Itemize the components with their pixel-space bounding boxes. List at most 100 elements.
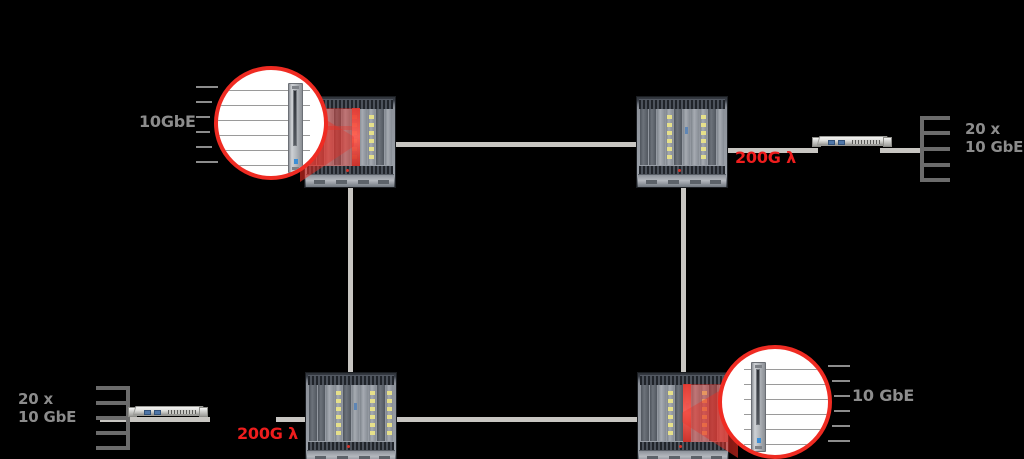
- chassis-status-led: [678, 169, 682, 172]
- line-card-port-strip: [756, 369, 760, 425]
- callout-port-stub: [196, 161, 218, 163]
- chassis-bottom-rail: [640, 442, 726, 451]
- fanout-prong: [920, 131, 950, 135]
- chassis-card: [666, 385, 674, 441]
- chassis-card: [716, 109, 724, 165]
- fanout-top-right: [920, 116, 954, 182]
- rack-ear-right: [199, 407, 208, 417]
- callout-port-lines: [722, 349, 828, 455]
- callout-port-line: [744, 444, 828, 445]
- chassis-card: [641, 385, 649, 441]
- chassis-status-led: [346, 169, 350, 172]
- line-card: [288, 83, 303, 173]
- fanout-prong: [96, 446, 128, 450]
- chassis-highlighted-slot: [352, 108, 360, 166]
- label-10gbe-top-left: 10GbE: [139, 112, 196, 131]
- chassis-base: [638, 174, 726, 187]
- line-card-handle-bottom: [755, 446, 762, 449]
- chassis-base: [639, 450, 727, 459]
- fanout-prong: [920, 178, 950, 182]
- label-200g-top-right: 200G λ: [735, 148, 797, 167]
- chassis-bottom-left[interactable]: [305, 372, 397, 459]
- fanout-prong: [920, 116, 950, 120]
- callout-port-stub: [832, 425, 850, 427]
- callout-port-stub: [834, 410, 850, 412]
- link-bottom-left-chassis-tail: [276, 417, 310, 422]
- fanout-prong: [96, 386, 128, 390]
- chassis-card: [376, 109, 384, 165]
- chassis-top-right[interactable]: [636, 96, 728, 188]
- callout-top-left[interactable]: [214, 66, 328, 180]
- chassis-card: [309, 385, 317, 441]
- link-top-right-fanout-tail: [880, 148, 920, 153]
- rack-vent: [852, 140, 880, 144]
- chassis-card: [699, 109, 707, 165]
- rack-top-right[interactable]: [812, 134, 892, 148]
- callout-port-line: [744, 369, 828, 370]
- fanout-spine: [126, 386, 130, 450]
- chassis-bottom-rail: [307, 166, 393, 175]
- chassis-card-zone: [640, 109, 724, 165]
- chassis-card: [385, 385, 393, 441]
- callout-port-stub: [828, 440, 850, 442]
- chassis-base: [307, 450, 395, 459]
- callout-port-line: [744, 384, 828, 385]
- chassis-base: [306, 174, 394, 187]
- callout-port-line: [218, 105, 310, 106]
- callout-port-line: [744, 429, 828, 430]
- chassis-card: [367, 109, 375, 165]
- fanout-bottom-left: [96, 386, 130, 450]
- chassis-bottom-rail: [639, 166, 725, 175]
- chassis-card: [648, 109, 656, 165]
- link-top-horizontal: [385, 142, 650, 147]
- fanout-prong: [96, 431, 128, 435]
- link-right-vertical: [681, 186, 686, 378]
- line-card: [751, 362, 766, 452]
- callout-port-stub: [196, 131, 210, 133]
- callout-port-line: [744, 399, 828, 400]
- callout-port-line: [218, 90, 310, 91]
- label-10gbe-bottom-right: 10 GbE: [852, 386, 915, 405]
- callout-port-lines: [218, 70, 324, 176]
- chassis-card: [691, 109, 699, 165]
- chassis-card: [657, 109, 665, 165]
- chassis-card: [359, 109, 367, 165]
- chassis-card: [343, 385, 351, 441]
- fanout-prong: [96, 416, 128, 420]
- link-top-right-tail: [718, 148, 818, 153]
- chassis-card: [317, 385, 325, 441]
- fanout-prong: [920, 163, 950, 167]
- chassis-card: [675, 385, 683, 441]
- rack-ear-right: [883, 137, 892, 147]
- chassis-card: [658, 385, 666, 441]
- chassis-card: [360, 385, 368, 441]
- callout-port-line: [744, 414, 828, 415]
- label-20x-10gbe-bottom-left: 20 x 10 GbE: [18, 390, 77, 426]
- line-card-handle-top: [755, 365, 762, 368]
- callout-bottom-right[interactable]: [718, 345, 832, 459]
- callout-port-line: [218, 165, 310, 166]
- line-card-handle-top: [292, 86, 299, 89]
- chassis-bottom-rail: [308, 442, 394, 451]
- callout-port-stub: [196, 101, 212, 103]
- rack-port: [828, 140, 835, 145]
- chassis-card: [377, 385, 385, 441]
- callout-port-stub: [196, 116, 210, 118]
- chassis-status-led: [679, 445, 683, 448]
- chassis-card: [649, 385, 657, 441]
- callout-port-stub: [832, 380, 850, 382]
- callout-port-stub: [834, 395, 850, 397]
- callout-port-line: [218, 120, 310, 121]
- line-card-led: [294, 159, 298, 164]
- rack-bottom-left[interactable]: [128, 404, 208, 418]
- chassis-top-rail: [307, 99, 393, 109]
- callout-port-line: [218, 135, 310, 136]
- chassis-card: [384, 109, 392, 165]
- link-bottom-horizontal: [388, 417, 638, 422]
- chassis-card: [640, 109, 648, 165]
- chassis-card: [708, 109, 716, 165]
- chassis-card: [351, 385, 359, 441]
- chassis-card: [334, 385, 342, 441]
- callout-port-line: [218, 150, 310, 151]
- chassis-card: [665, 109, 673, 165]
